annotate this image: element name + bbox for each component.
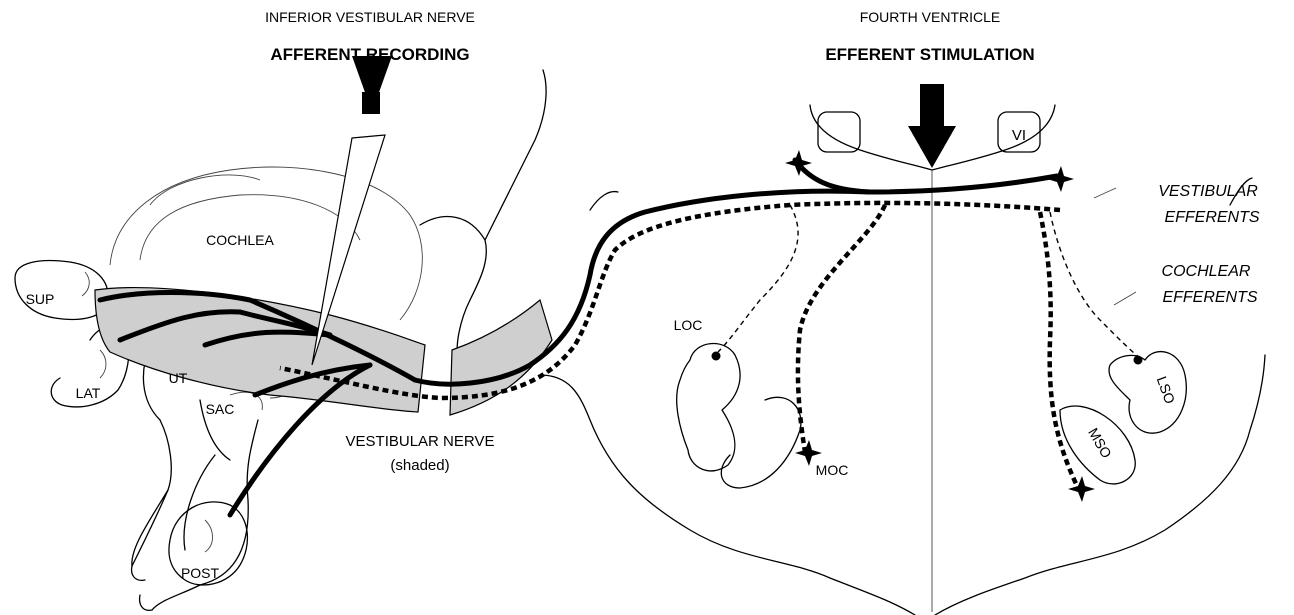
vestibular-efferents-leader: [1094, 188, 1116, 198]
label-sac: SAC: [206, 401, 235, 417]
label-vestibular-efferents-2: EFFERENTS: [1164, 209, 1259, 226]
label-lat: LAT: [76, 385, 101, 401]
label-cochlear-efferents-2: EFFERENTS: [1162, 289, 1257, 306]
label-sup: SUP: [26, 291, 55, 307]
afferent-arrow-icon: [352, 56, 392, 114]
label-mso: MSO: [1085, 425, 1115, 461]
label-vi: VI: [1012, 127, 1026, 144]
label-vestibular-nerve: VESTIBULAR NERVE: [346, 433, 495, 450]
vestibular-efferent-fibers: [100, 160, 1057, 515]
label-lso: LSO: [1154, 374, 1179, 406]
cochlear-efferents-leader: [1114, 292, 1136, 305]
left-header-main: AFFERENT RECORDING: [270, 45, 469, 64]
label-moc: MOC: [816, 462, 849, 478]
label-post: POST: [181, 565, 220, 581]
label-shaded: (shaded): [390, 457, 449, 474]
label-loc: LOC: [674, 317, 703, 333]
label-cochlea: COCHLEA: [206, 232, 274, 248]
left-header-sub: INFERIOR VESTIBULAR NERVE: [265, 9, 475, 25]
right-header-sub: FOURTH VENTRICLE: [860, 9, 1001, 25]
label-vestibular-efferents-1: VESTIBULAR: [1158, 183, 1258, 200]
label-cochlear-efferents-1: COCHLEAR: [1162, 263, 1251, 280]
label-ut: UT: [169, 370, 188, 386]
efferent-arrow-icon: [908, 84, 956, 168]
brainstem-outline: [540, 105, 1265, 615]
right-header-main: EFFERENT STIMULATION: [825, 45, 1034, 64]
